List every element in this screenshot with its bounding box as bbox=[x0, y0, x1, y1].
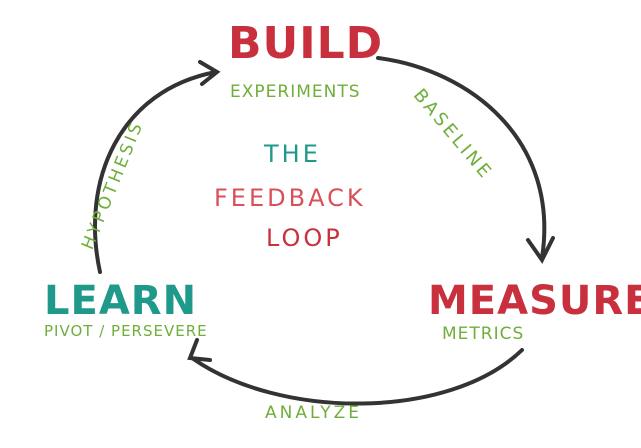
center-line-loop: LOOP bbox=[266, 224, 343, 252]
arrowhead-measure bbox=[526, 236, 555, 264]
measure-title: MEASURE bbox=[428, 278, 641, 324]
center-line-the: THE bbox=[264, 140, 321, 168]
build-title: BUILD bbox=[228, 18, 384, 69]
edge-label-analyze: ANALYZE bbox=[265, 403, 362, 423]
center-line-feedback: FEEDBACK bbox=[214, 184, 366, 212]
arrowhead-learn bbox=[187, 338, 212, 362]
arrowhead-build bbox=[198, 60, 221, 86]
measure-subtitle: METRICS bbox=[442, 324, 525, 344]
learn-subtitle: PIVOT / PERSEVERE bbox=[44, 322, 208, 340]
arrow-measure-to-learn bbox=[190, 348, 524, 406]
learn-title: LEARN bbox=[44, 278, 198, 324]
build-subtitle: EXPERIMENTS bbox=[230, 82, 361, 102]
arrow-learn-to-build bbox=[92, 70, 218, 274]
arrow-build-to-measure bbox=[376, 56, 547, 260]
